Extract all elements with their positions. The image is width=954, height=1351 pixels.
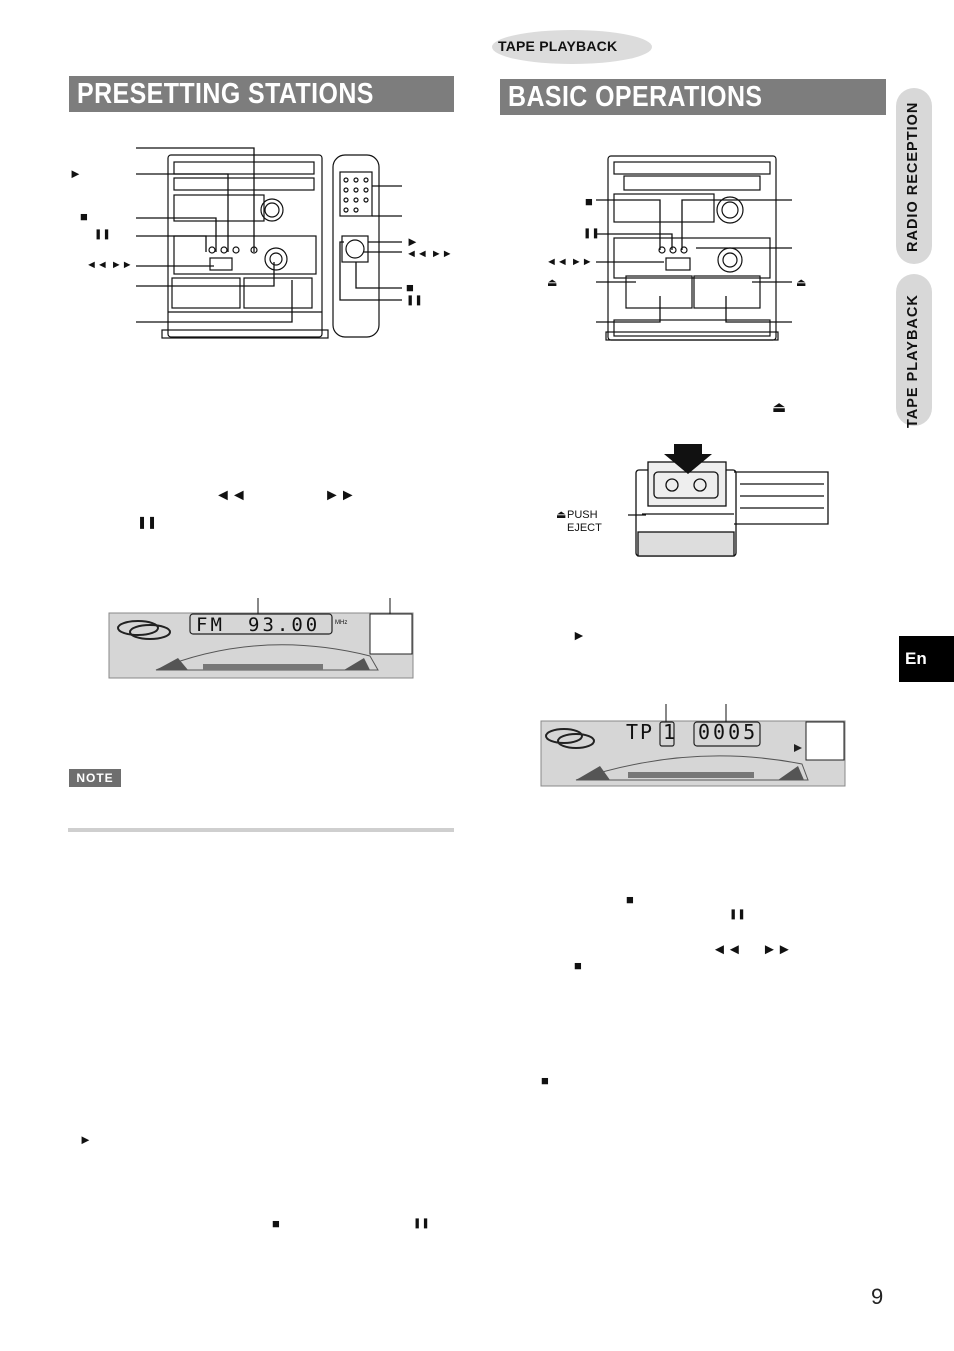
pause-inline-symbol: ❚❚ bbox=[137, 515, 158, 529]
section-tag-background bbox=[492, 30, 652, 64]
eject-label: EJECT bbox=[567, 522, 602, 534]
push-label: PUSH bbox=[567, 509, 598, 521]
push-eject-symbol: ⏏ bbox=[556, 509, 567, 521]
right-ff-step-symbol: ►► bbox=[762, 941, 792, 958]
note-label: NOTE bbox=[69, 769, 121, 787]
deck-readout: TP bbox=[626, 720, 655, 744]
section-tag: TAPE PLAYBACK bbox=[498, 38, 618, 54]
stop-step-symbol: ■ bbox=[272, 1216, 280, 1231]
tape-playback-tab: TAPE PLAYBACK bbox=[905, 294, 921, 428]
deck-number-readout: 1 bbox=[663, 720, 676, 744]
stereo-remote-diagram-left bbox=[136, 147, 402, 339]
pause-step-symbol: ❚❚ bbox=[413, 1218, 430, 1229]
rew-inline-symbol: ◄◄ bbox=[215, 487, 247, 504]
remote-rew-ff-symbol: ◄◄ ►► bbox=[406, 248, 453, 260]
basic-operations-title: BASIC OPERATIONS bbox=[508, 81, 763, 113]
play-symbol: ► bbox=[69, 166, 82, 181]
page-number: 9 bbox=[871, 1284, 884, 1309]
right-rew-ff-symbol: ◄◄ ►► bbox=[546, 256, 593, 268]
remote-pause-symbol: ❚❚ bbox=[406, 295, 423, 306]
right-pause-step-symbol: ❚❚ bbox=[729, 909, 746, 920]
tape-counter-readout: 0005 bbox=[698, 720, 759, 744]
section-divider bbox=[68, 828, 454, 832]
right-rew-step-symbol: ◄◄ bbox=[712, 941, 742, 958]
remote-play-symbol: ► bbox=[406, 234, 419, 249]
right-pause-symbol: ❚❚ bbox=[583, 228, 600, 239]
right-stop-step-symbol-3: ■ bbox=[541, 1073, 549, 1088]
basic-operations-title-bar: BASIC OPERATIONS bbox=[500, 79, 886, 115]
tape-playback-tab-oval bbox=[896, 274, 932, 426]
radio-reception-tab: RADIO RECEPTION bbox=[905, 101, 921, 252]
stop-symbol: ■ bbox=[80, 209, 88, 224]
right-eject-symbol-left: ⏏ bbox=[547, 277, 558, 289]
fm-frequency-readout: 93.00 bbox=[248, 614, 321, 636]
remote-stop-symbol: ■ bbox=[406, 280, 414, 295]
fm-display-graphic bbox=[108, 598, 414, 679]
right-play-inline-symbol: ► bbox=[572, 627, 586, 643]
language-tab: En bbox=[899, 636, 954, 682]
right-stop-step-symbol-2: ■ bbox=[574, 958, 582, 973]
fm-band-readout: FM bbox=[196, 614, 225, 636]
right-stop-symbol: ■ bbox=[585, 194, 593, 209]
presetting-stations-title-bar: PRESETTING STATIONS bbox=[69, 76, 454, 112]
frequency-unit: MHz bbox=[335, 620, 348, 626]
right-eject-symbol-right: ⏏ bbox=[796, 277, 807, 289]
tape-display-graphic bbox=[540, 704, 846, 787]
rew-ff-symbol: ◄◄ ►► bbox=[86, 259, 133, 271]
presetting-stations-title: PRESETTING STATIONS bbox=[77, 78, 374, 110]
play-step-symbol: ► bbox=[79, 1132, 92, 1147]
cassette-loading-diagram bbox=[628, 444, 829, 557]
radio-reception-tab-oval bbox=[896, 88, 932, 264]
eject-inline-symbol: ⏏ bbox=[772, 399, 787, 416]
stereo-diagram-right bbox=[596, 155, 792, 341]
right-stop-step-symbol: ■ bbox=[626, 892, 634, 907]
ff-inline-symbol: ►► bbox=[324, 487, 356, 504]
pause-symbol: ❚❚ bbox=[94, 229, 111, 240]
